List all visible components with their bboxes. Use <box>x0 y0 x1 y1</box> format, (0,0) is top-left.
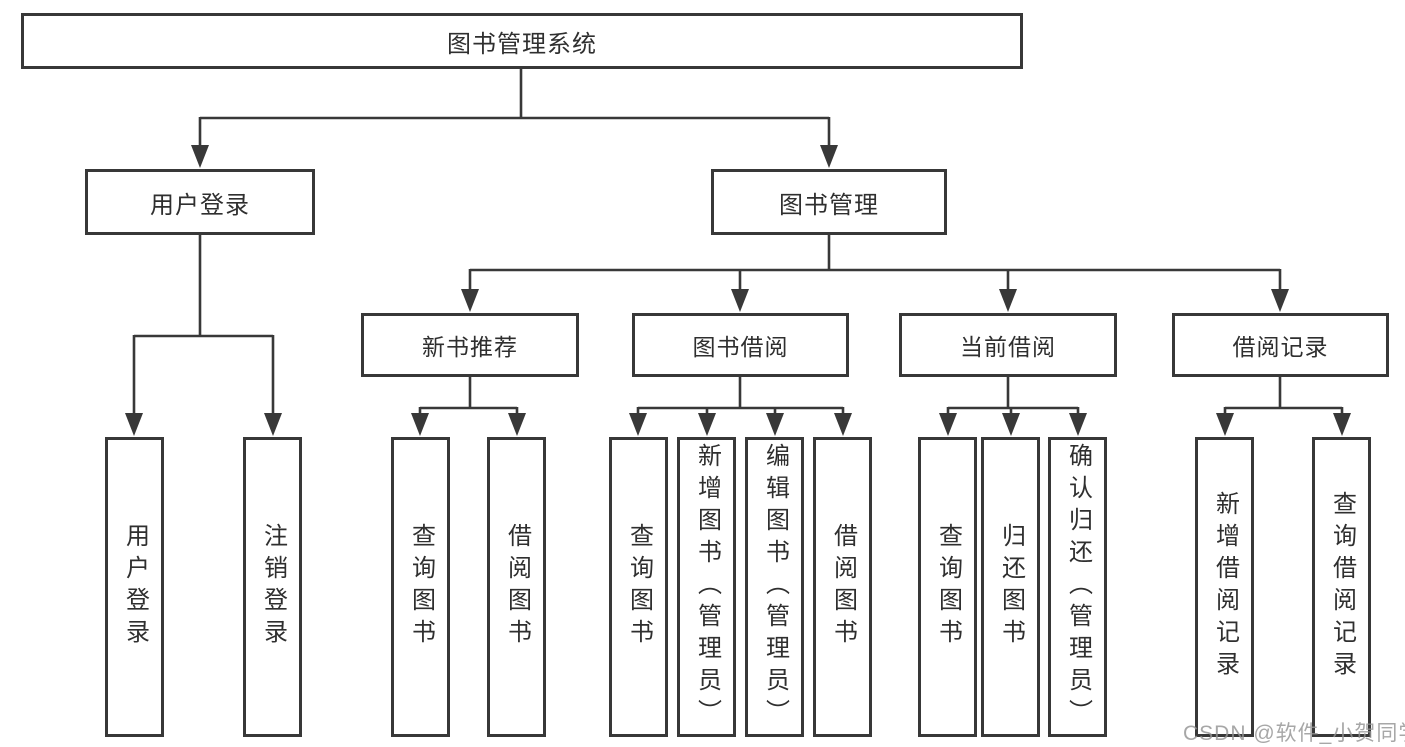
node-borrow-records-label: 借阅记录 <box>1232 334 1329 360</box>
node-root: 图书管理系统 <box>21 13 1023 69</box>
node-book-management-label: 图书管理 <box>779 191 879 219</box>
node-current-borrow-label: 当前借阅 <box>960 334 1056 360</box>
leaf-query-books-recommend-label: 查询图书 <box>407 523 435 651</box>
leaf-borrow-books: 借阅图书 <box>813 437 872 737</box>
node-current-borrow: 当前借阅 <box>899 313 1117 377</box>
node-root-label: 图书管理系统 <box>447 30 597 58</box>
leaf-query-books-current-label: 查询图书 <box>934 523 962 651</box>
node-user-login: 用户登录 <box>85 169 315 235</box>
leaf-borrow-books-recommend: 借阅图书 <box>487 437 546 737</box>
leaf-query-borrow-record: 查询借阅记录 <box>1312 437 1371 737</box>
node-new-book-recommend: 新书推荐 <box>361 313 579 377</box>
leaf-edit-book-admin: 编辑图书（管理员） <box>745 437 804 737</box>
leaf-add-borrow-record: 新增借阅记录 <box>1195 437 1254 737</box>
node-borrow-records: 借阅记录 <box>1172 313 1389 377</box>
leaf-add-book-admin-label: 新增图书（管理员） <box>693 443 721 731</box>
leaf-user-login-label: 用户登录 <box>121 523 149 651</box>
node-book-borrow: 图书借阅 <box>632 313 849 377</box>
leaf-query-books-current: 查询图书 <box>918 437 977 737</box>
leaf-user-login: 用户登录 <box>105 437 164 737</box>
leaf-borrow-books-label: 借阅图书 <box>829 523 857 651</box>
leaf-query-books-borrow: 查询图书 <box>609 437 668 737</box>
leaf-confirm-return-admin-label: 确认归还（管理员） <box>1064 443 1092 731</box>
leaf-query-borrow-record-label: 查询借阅记录 <box>1328 491 1356 683</box>
watermark: CSDN @软件_小贺同学 <box>1183 722 1405 745</box>
leaf-logout: 注销登录 <box>243 437 302 737</box>
leaf-add-borrow-record-label: 新增借阅记录 <box>1211 491 1239 683</box>
leaf-return-books-label: 归还图书 <box>997 523 1025 651</box>
leaf-query-books-borrow-label: 查询图书 <box>625 523 653 651</box>
node-book-borrow-label: 图书借阅 <box>692 334 789 360</box>
leaf-confirm-return-admin: 确认归还（管理员） <box>1048 437 1107 737</box>
leaf-logout-label: 注销登录 <box>259 523 287 651</box>
node-user-login-label: 用户登录 <box>150 191 250 219</box>
node-new-book-recommend-label: 新书推荐 <box>422 334 518 360</box>
leaf-add-book-admin: 新增图书（管理员） <box>677 437 736 737</box>
node-book-management: 图书管理 <box>711 169 947 235</box>
leaf-edit-book-admin-label: 编辑图书（管理员） <box>761 443 789 731</box>
leaf-borrow-books-recommend-label: 借阅图书 <box>503 523 531 651</box>
leaf-query-books-recommend: 查询图书 <box>391 437 450 737</box>
leaf-return-books: 归还图书 <box>981 437 1040 737</box>
